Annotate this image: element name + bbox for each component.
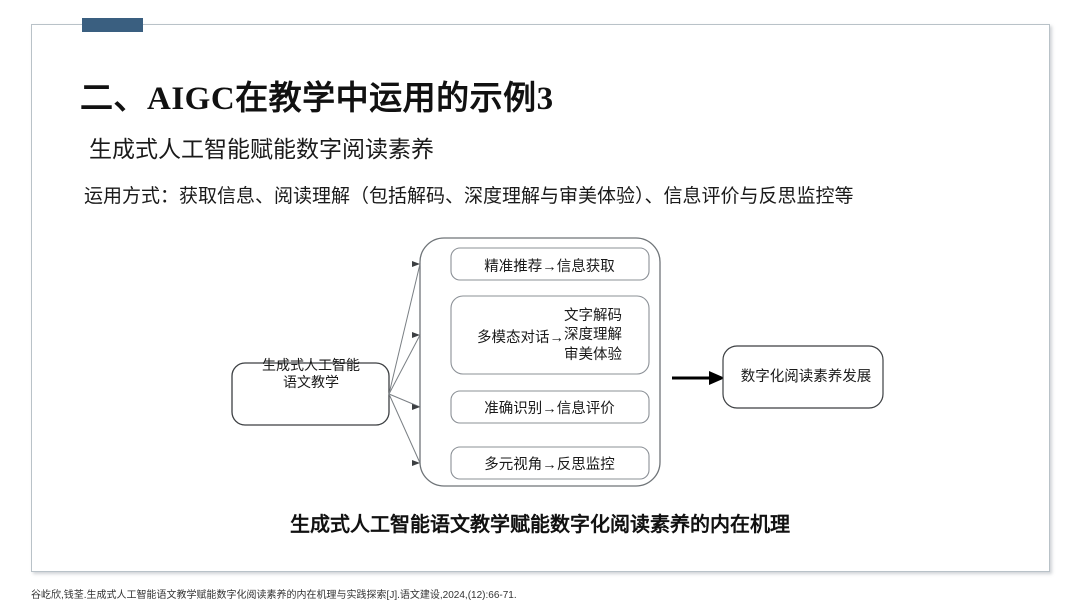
connector-lines: [388, 263, 421, 464]
connector-arrowheads: [412, 261, 420, 466]
source-box: [231, 362, 390, 426]
output-box: [722, 345, 884, 409]
diagram-canvas: [231, 237, 884, 487]
mechanism-diagram: [31, 24, 1050, 572]
footnote-citation: 谷屹欣,钱荃.生成式人工智能语文教学赋能数字化阅读素养的内在机理与实践探索[J]…: [31, 590, 517, 601]
result-arrow: [672, 371, 725, 385]
accent-bar: [82, 18, 143, 32]
branch-group-container: [419, 237, 661, 487]
figure-caption: 生成式人工智能语文教学赋能数字化阅读素养的内在机理: [290, 514, 790, 536]
slide-subtitle: 生成式人工智能赋能数字阅读素养: [89, 137, 434, 162]
branch-box-3: [450, 446, 650, 480]
slide-method-line: 运用方式：获取信息、阅读理解（包括解码、深度理解与审美体验）、信息评价与反思监控…: [84, 186, 854, 207]
page-title: 二、AIGC在教学中运用的示例3: [80, 81, 554, 117]
branch-box-1: [450, 295, 650, 375]
branch-box-2: [450, 390, 650, 424]
branch-box-0: [450, 247, 650, 281]
